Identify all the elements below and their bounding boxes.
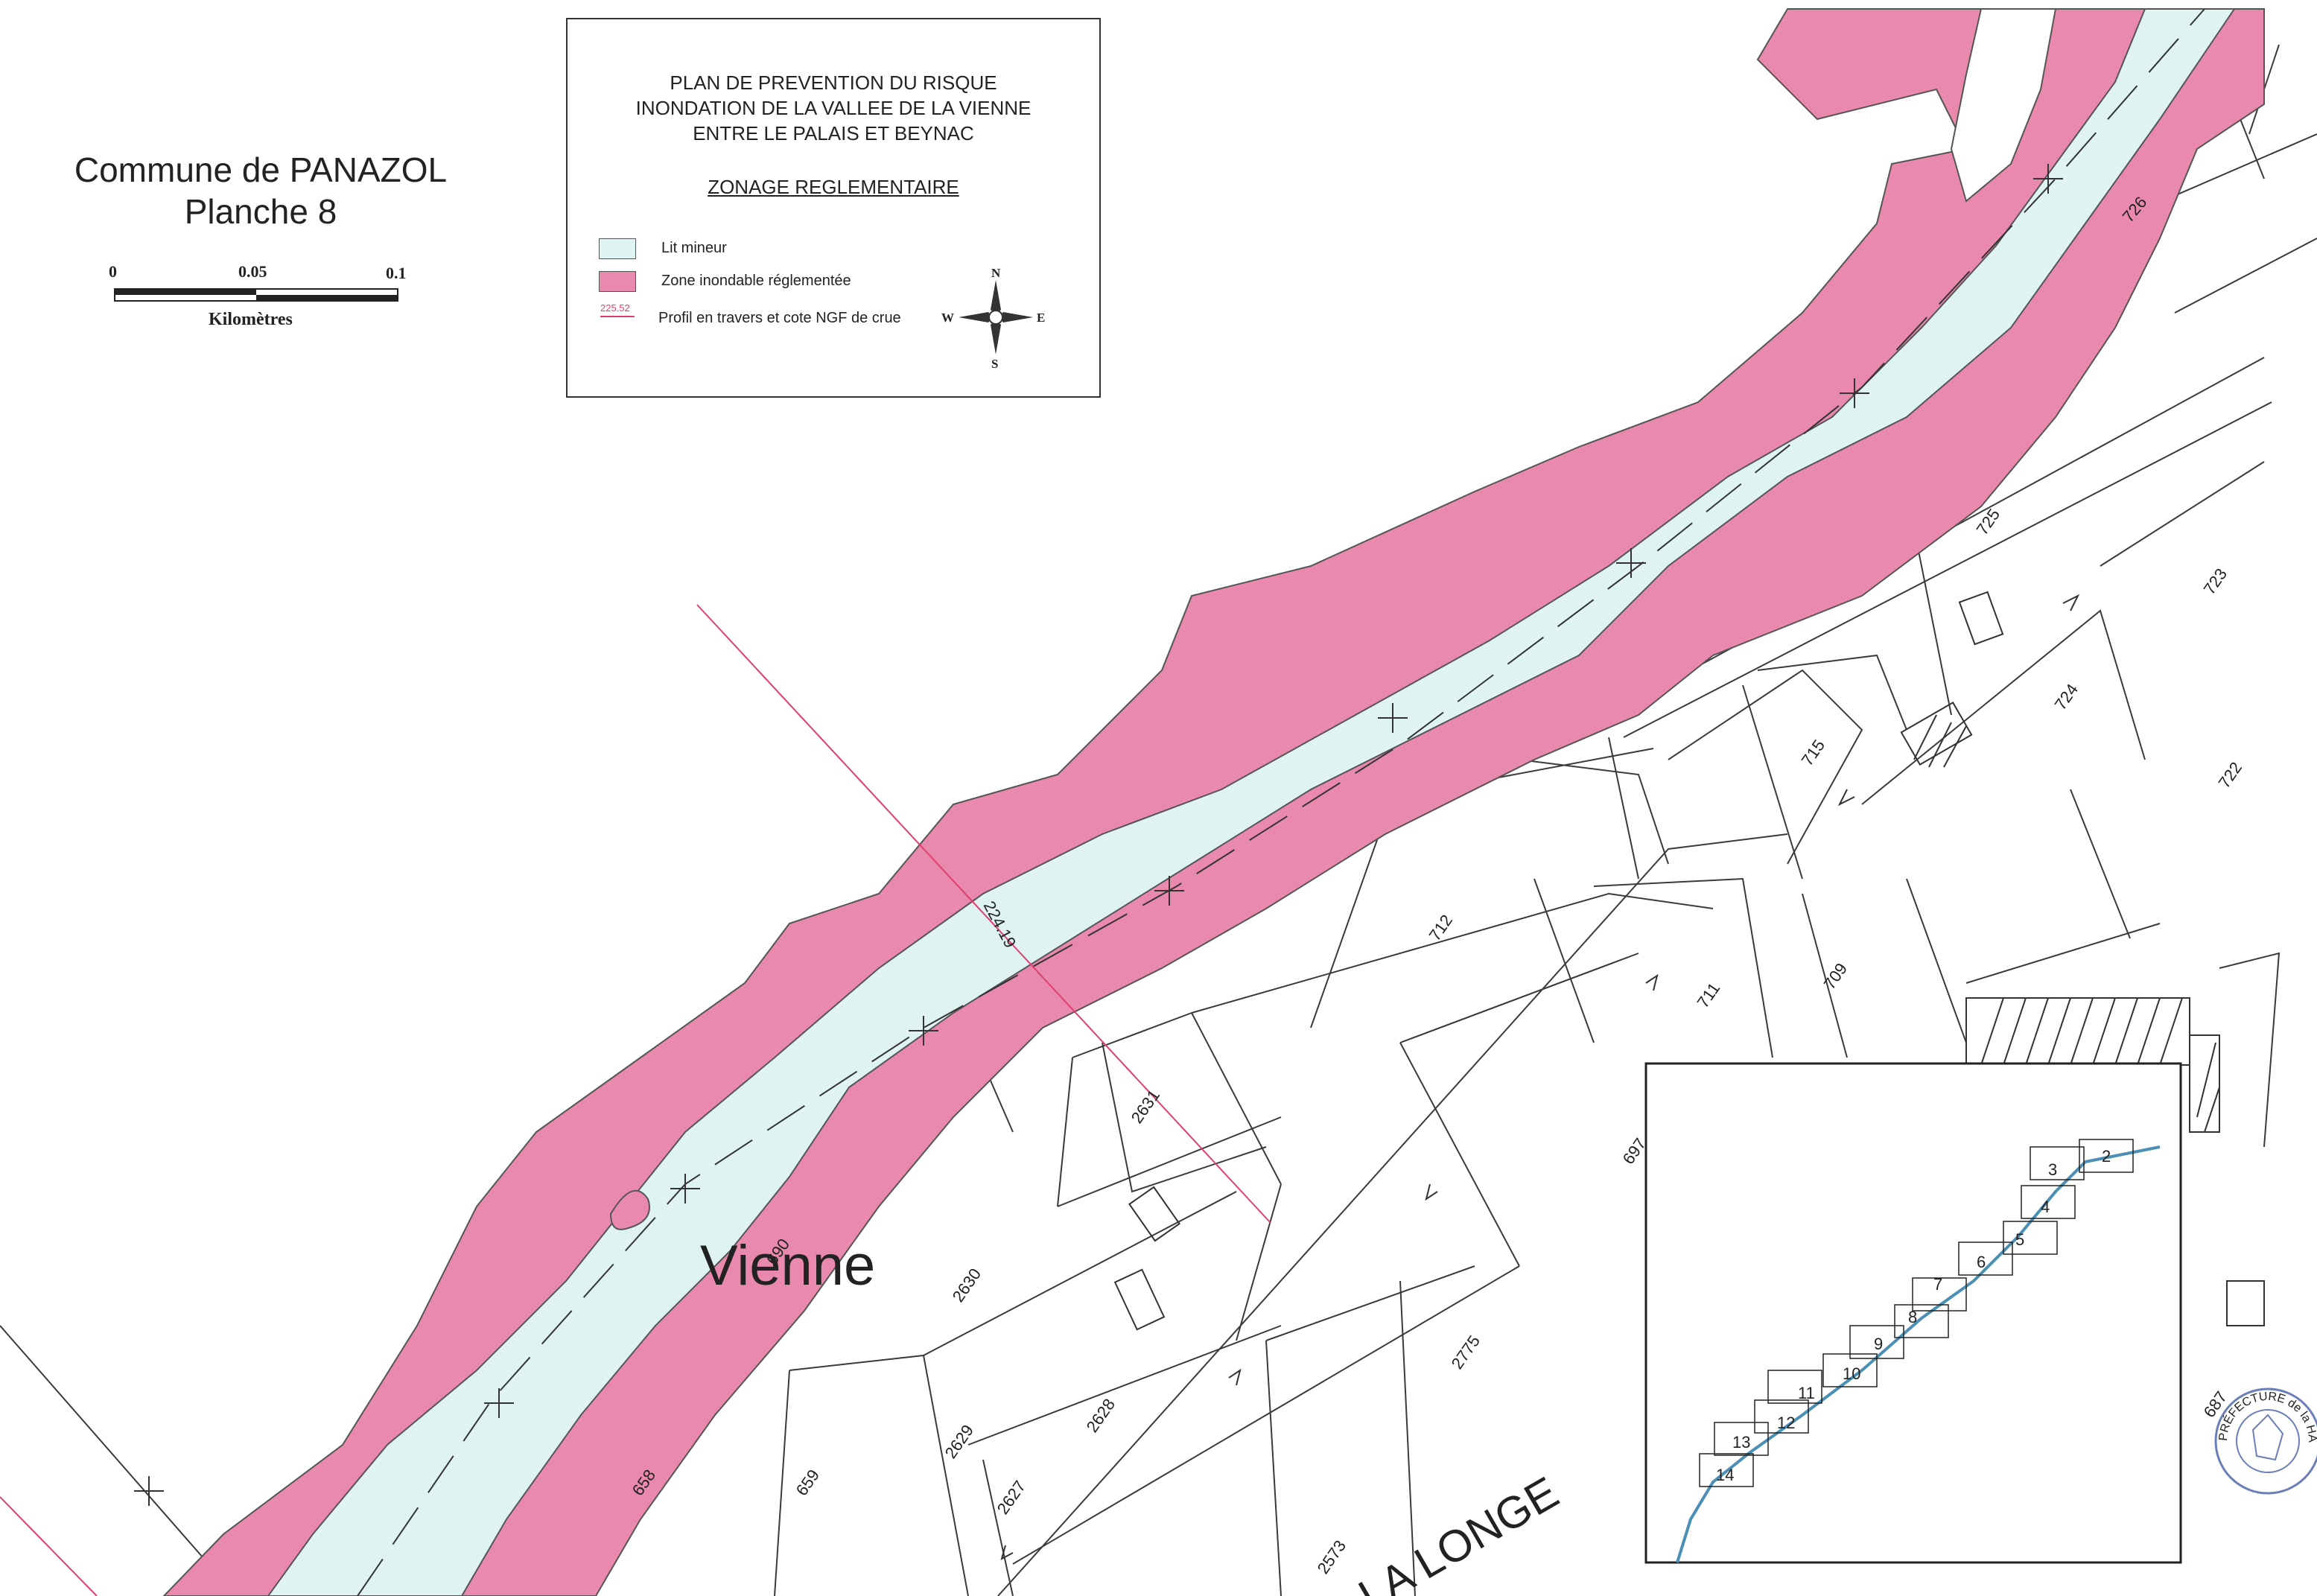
centerline-markers (134, 164, 2063, 1506)
inset-sheet-13: 13 (1732, 1433, 1750, 1452)
inset-sheet-8: 8 (1908, 1308, 1917, 1326)
commune-title: Commune de PANAZOL (74, 150, 448, 189)
inset-sheet-9: 9 (1874, 1335, 1883, 1353)
road-arrows (1000, 594, 2080, 1560)
legend-item-zone-inondable: Zone inondable réglementée (661, 273, 851, 289)
inset-sheet-12: 12 (1777, 1414, 1795, 1432)
legend-subtitle: ZONAGE REGLEMENTAIRE (708, 176, 959, 198)
river-channel (267, 8, 2236, 1596)
compass-rose: N S W E (941, 266, 1045, 369)
flood-profile-line-2 (0, 1496, 98, 1596)
legend-item-profile: Profil en travers et cote NGF de crue (658, 310, 901, 326)
flood-profile-line (696, 604, 1271, 1224)
inset-location-map: 2 3 4 5 6 7 8 9 10 11 12 13 14 (1644, 1062, 2182, 1564)
legend-item-lit-mineur: Lit mineur (661, 240, 727, 256)
island (1950, 8, 2057, 203)
river-name: Vienne (700, 1234, 875, 1297)
inset-sheet-5: 5 (2015, 1230, 2024, 1249)
inset-sheet-14: 14 (1716, 1466, 1734, 1484)
compass-s: S (991, 357, 998, 369)
legend-profile-line (600, 316, 635, 317)
legend-title: PLAN DE PREVENTION DU RISQUE INONDATION … (568, 70, 1099, 146)
legend-title-line2: INONDATION DE LA VALLEE DE LA VIENNE (635, 97, 1032, 119)
legend-title-line3: ENTRE LE PALAIS ET BEYNAC (693, 122, 974, 144)
compass-e: E (1037, 311, 1045, 325)
scale-bar: 0 0.05 0.1 Kilomètres (109, 262, 407, 329)
inset-sheet-3: 3 (2048, 1160, 2057, 1179)
inset-sheet-11: 11 (1798, 1384, 1815, 1402)
inset-sheet-6: 6 (1977, 1253, 1986, 1271)
compass-w: W (941, 311, 954, 325)
planche-title: Planche 8 (184, 192, 337, 231)
map-header: Commune de PANAZOL Planche 8 (45, 149, 477, 232)
legend-profile-sample: 225.52 (600, 302, 630, 314)
inset-sheet-2: 2 (2102, 1147, 2111, 1166)
cadastral-lines (0, 44, 2317, 1596)
inset-sheet-4: 4 (2041, 1198, 2050, 1216)
legend-title-line1: PLAN DE PREVENTION DU RISQUE (670, 71, 997, 94)
swatch-zone-inondable (599, 271, 636, 292)
scale-tick-0: 0 (109, 262, 117, 281)
river-centerline (357, 8, 2205, 1596)
compass-n: N (991, 266, 1001, 280)
building-hatching (1913, 714, 2220, 1133)
inset-sheet-10: 10 (1843, 1364, 1860, 1383)
legend-box: PLAN DE PREVENTION DU RISQUE INONDATION … (566, 18, 1101, 398)
scale-tick-005: 0.05 (238, 262, 267, 281)
scale-tick-01: 0.1 (386, 264, 407, 282)
inset-sheet-7: 7 (1933, 1275, 1942, 1294)
scale-unit: Kilomètres (209, 310, 293, 329)
islet (609, 1189, 650, 1230)
swatch-lit-mineur (599, 238, 636, 259)
